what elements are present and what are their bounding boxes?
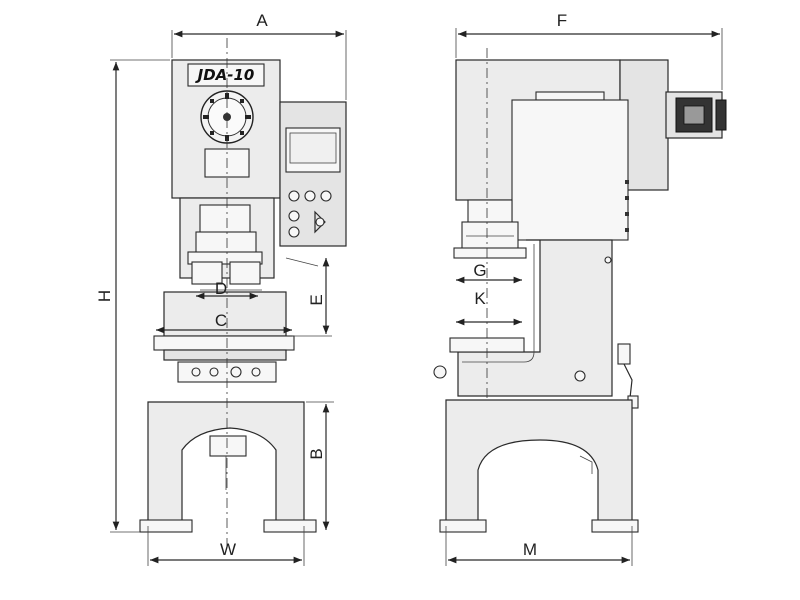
dim-label-g: G xyxy=(473,261,486,280)
front-base xyxy=(147,401,305,525)
dim-label-w: W xyxy=(220,540,236,559)
overload-valve-icon xyxy=(617,343,639,409)
dim-label-e: E xyxy=(307,294,326,305)
dim-label-m: M xyxy=(523,540,537,559)
front-view: JDA-10 xyxy=(95,11,347,566)
dim-label-h: H xyxy=(95,290,114,302)
dim-label-a: A xyxy=(256,11,268,30)
dim-label-c: C xyxy=(215,311,227,330)
slide xyxy=(199,204,251,234)
model-plate-text: JDA-10 xyxy=(195,66,255,84)
dim-label-d: D xyxy=(215,279,227,298)
dim-label-b: B xyxy=(307,448,326,459)
dim-label-k: K xyxy=(474,289,486,308)
control-box xyxy=(279,101,347,247)
model-plate xyxy=(187,63,265,87)
side-view: F G K M xyxy=(433,11,727,566)
dim-label-f: F xyxy=(557,11,567,30)
side-base xyxy=(445,399,633,525)
side-guard xyxy=(511,99,629,241)
die-right xyxy=(229,261,261,285)
side-c-frame xyxy=(457,239,613,397)
control-buttons xyxy=(288,190,332,238)
die-left xyxy=(191,261,223,285)
servo-motor-icon xyxy=(665,91,727,139)
bolster xyxy=(153,335,295,351)
